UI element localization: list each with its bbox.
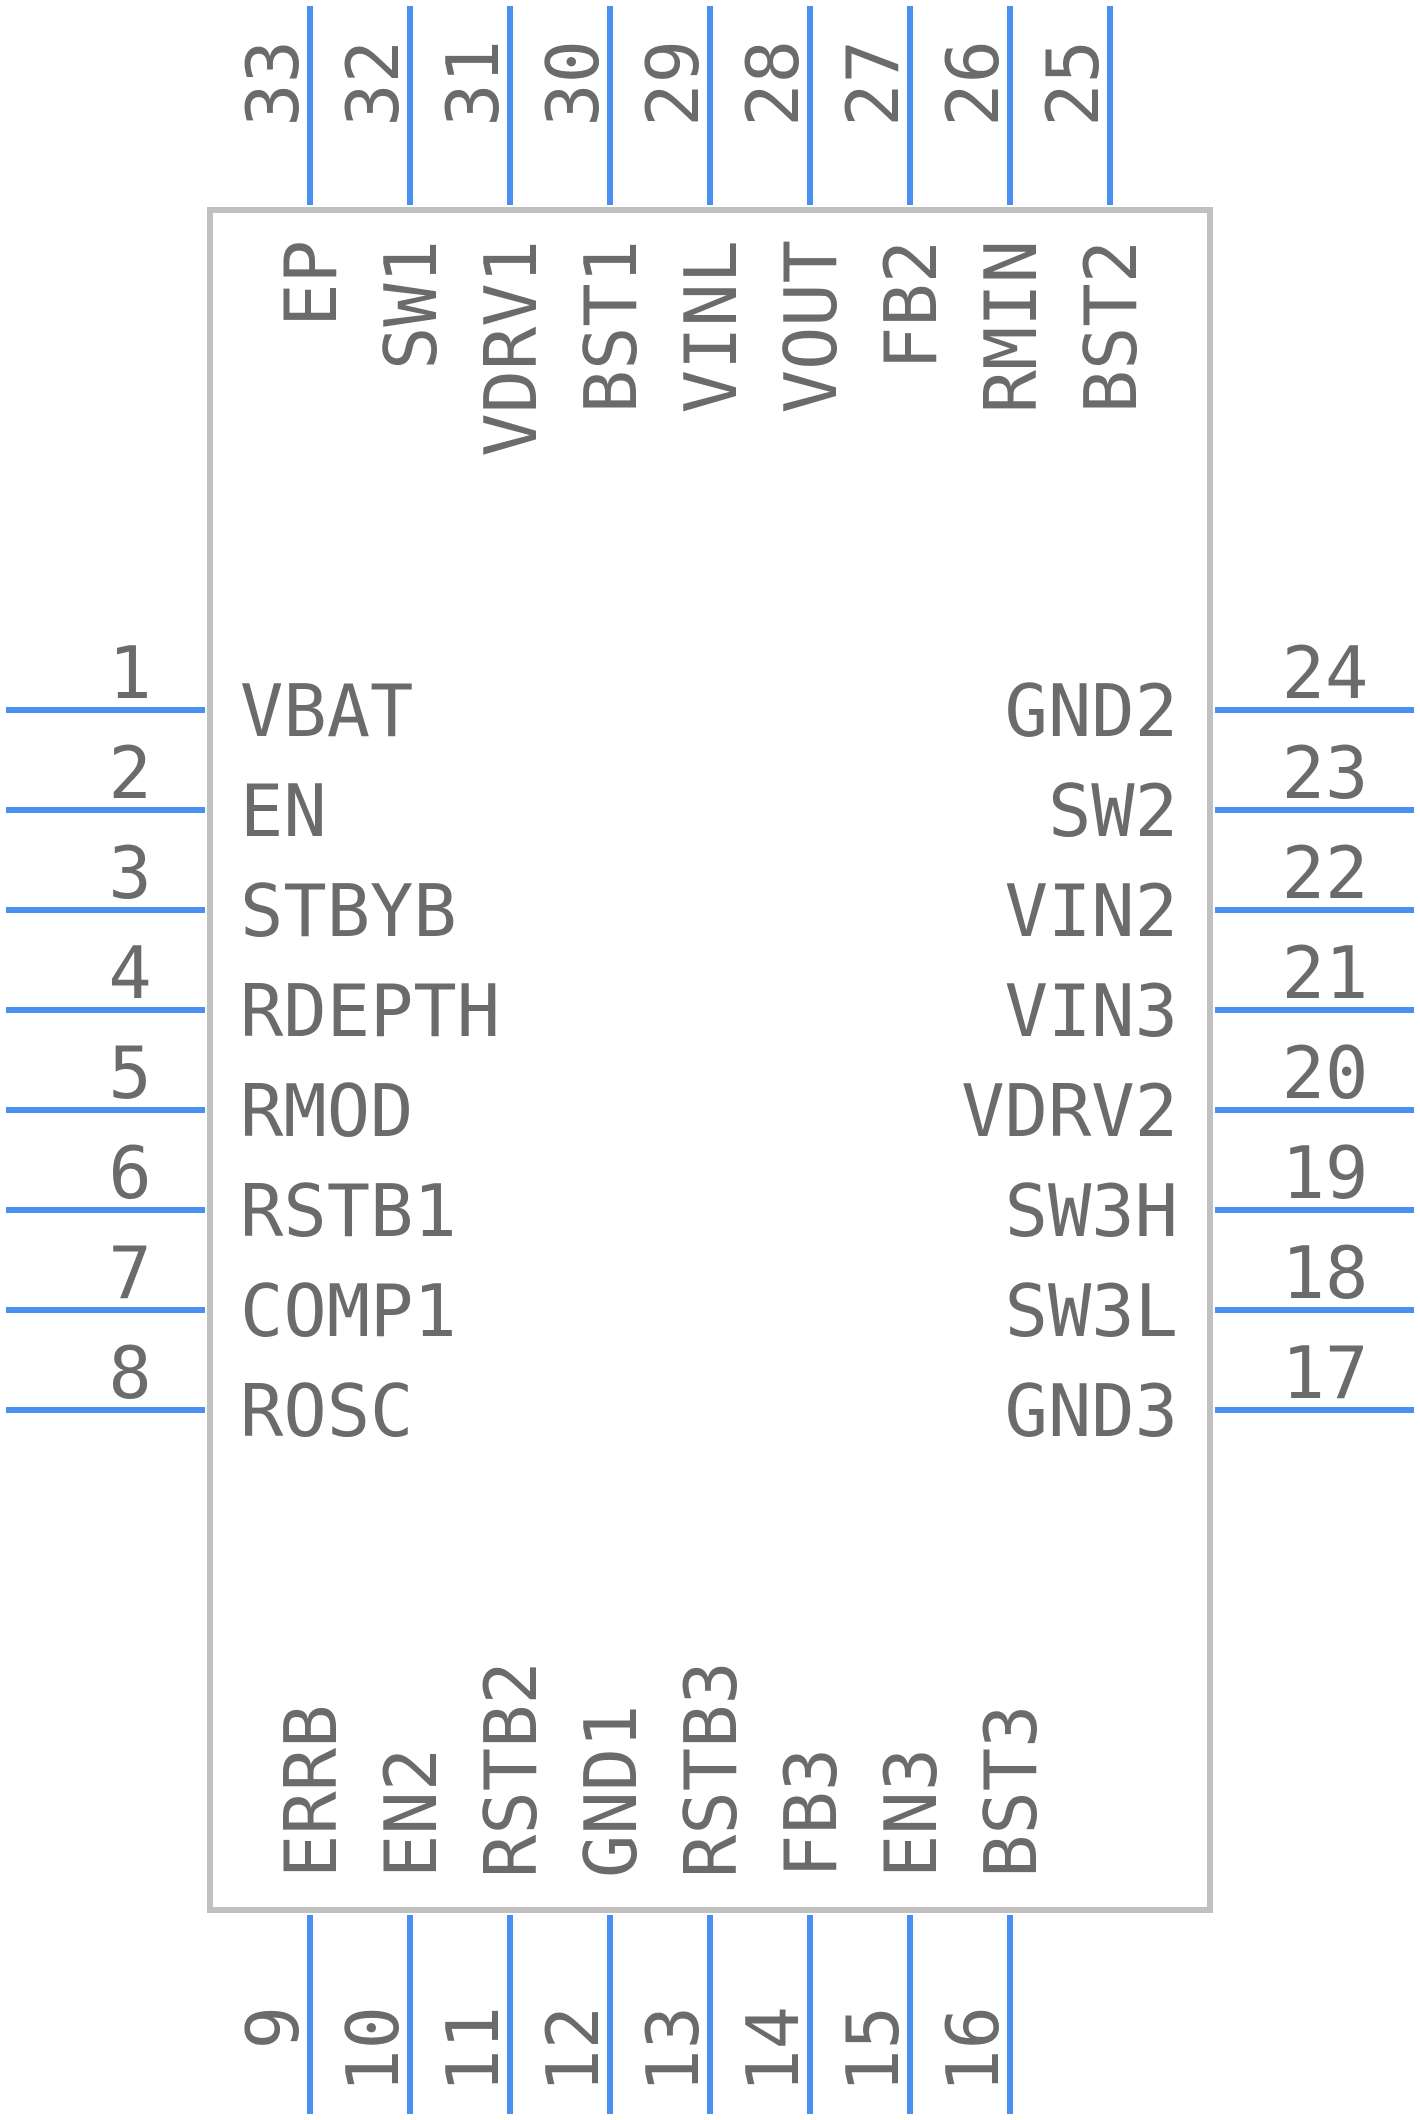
pin-number: 3 bbox=[108, 831, 151, 915]
ic-body bbox=[207, 207, 1213, 1913]
pin-number: 30 bbox=[531, 40, 615, 127]
pin-name: VINL bbox=[669, 240, 753, 413]
pin-name: SW1 bbox=[369, 240, 453, 370]
pin-name: VDRV1 bbox=[469, 240, 553, 457]
pin-name: SW3H bbox=[1005, 1169, 1178, 1253]
pin-number: 33 bbox=[231, 40, 315, 127]
pin-number: 27 bbox=[831, 40, 915, 127]
pin-name: COMP1 bbox=[240, 1269, 457, 1353]
pin-number: 5 bbox=[108, 1031, 151, 1115]
pin-name: RSTB3 bbox=[669, 1661, 753, 1878]
pin-name: FB3 bbox=[769, 1748, 853, 1878]
pin-number: 9 bbox=[231, 2006, 315, 2049]
pin-number: 29 bbox=[631, 40, 715, 127]
pin-number: 15 bbox=[831, 2006, 915, 2093]
pin-number: 20 bbox=[1282, 1031, 1369, 1115]
pin-number: 7 bbox=[108, 1231, 151, 1315]
pin-number: 26 bbox=[931, 40, 1015, 127]
pin-name: SW3L bbox=[1005, 1269, 1178, 1353]
pin-name: EN bbox=[240, 769, 327, 853]
pin-number: 19 bbox=[1282, 1131, 1369, 1215]
pin-number: 14 bbox=[731, 2006, 815, 2093]
pin-name: RDEPTH bbox=[240, 969, 500, 1053]
pin-number: 24 bbox=[1282, 631, 1369, 715]
pin-number: 13 bbox=[631, 2006, 715, 2093]
pin-number: 8 bbox=[108, 1331, 151, 1415]
pin-name: BST2 bbox=[1069, 240, 1153, 413]
pin-number: 2 bbox=[108, 731, 151, 815]
pin-number: 17 bbox=[1282, 1331, 1369, 1415]
pin-name: VBAT bbox=[240, 669, 413, 753]
pin-number: 12 bbox=[531, 2006, 615, 2093]
pin-number: 11 bbox=[431, 2006, 515, 2093]
pin-name: EP bbox=[269, 240, 353, 327]
pin-number: 32 bbox=[331, 40, 415, 127]
pin-name: RMOD bbox=[240, 1069, 413, 1153]
pin-name: EN2 bbox=[369, 1748, 453, 1878]
pin-number: 28 bbox=[731, 40, 815, 127]
pin-number: 18 bbox=[1282, 1231, 1369, 1315]
pin-number: 21 bbox=[1282, 931, 1369, 1015]
pin-name: EN3 bbox=[869, 1748, 953, 1878]
pin-number: 22 bbox=[1282, 831, 1369, 915]
pin-name: FB2 bbox=[869, 240, 953, 370]
pin-name: BST1 bbox=[569, 240, 653, 413]
pin-number: 4 bbox=[108, 931, 151, 1015]
pin-name: VDRV2 bbox=[961, 1069, 1178, 1153]
pin-number: 31 bbox=[431, 40, 515, 127]
pin-name: RSTB2 bbox=[469, 1661, 553, 1878]
pin-number: 23 bbox=[1282, 731, 1369, 815]
pin-name: BST3 bbox=[969, 1705, 1053, 1878]
pin-name: RMIN bbox=[969, 240, 1053, 413]
pin-name: VIN3 bbox=[1005, 969, 1178, 1053]
pin-name: STBYB bbox=[240, 869, 457, 953]
pin-name: ROSC bbox=[240, 1369, 413, 1453]
pin-name: GND1 bbox=[569, 1705, 653, 1878]
pin-name: VIN2 bbox=[1005, 869, 1178, 953]
pin-name: RSTB1 bbox=[240, 1169, 457, 1253]
pin-name: ERRB bbox=[269, 1705, 353, 1878]
pin-number: 6 bbox=[108, 1131, 151, 1215]
pin-name: VOUT bbox=[769, 240, 853, 413]
pin-number: 25 bbox=[1031, 40, 1115, 127]
pin-name: SW2 bbox=[1048, 769, 1178, 853]
pin-number: 10 bbox=[331, 2006, 415, 2093]
pin-number: 16 bbox=[931, 2006, 1015, 2093]
pin-name: GND3 bbox=[1005, 1369, 1178, 1453]
pin-number: 1 bbox=[108, 631, 151, 715]
pin-name: GND2 bbox=[1005, 669, 1178, 753]
